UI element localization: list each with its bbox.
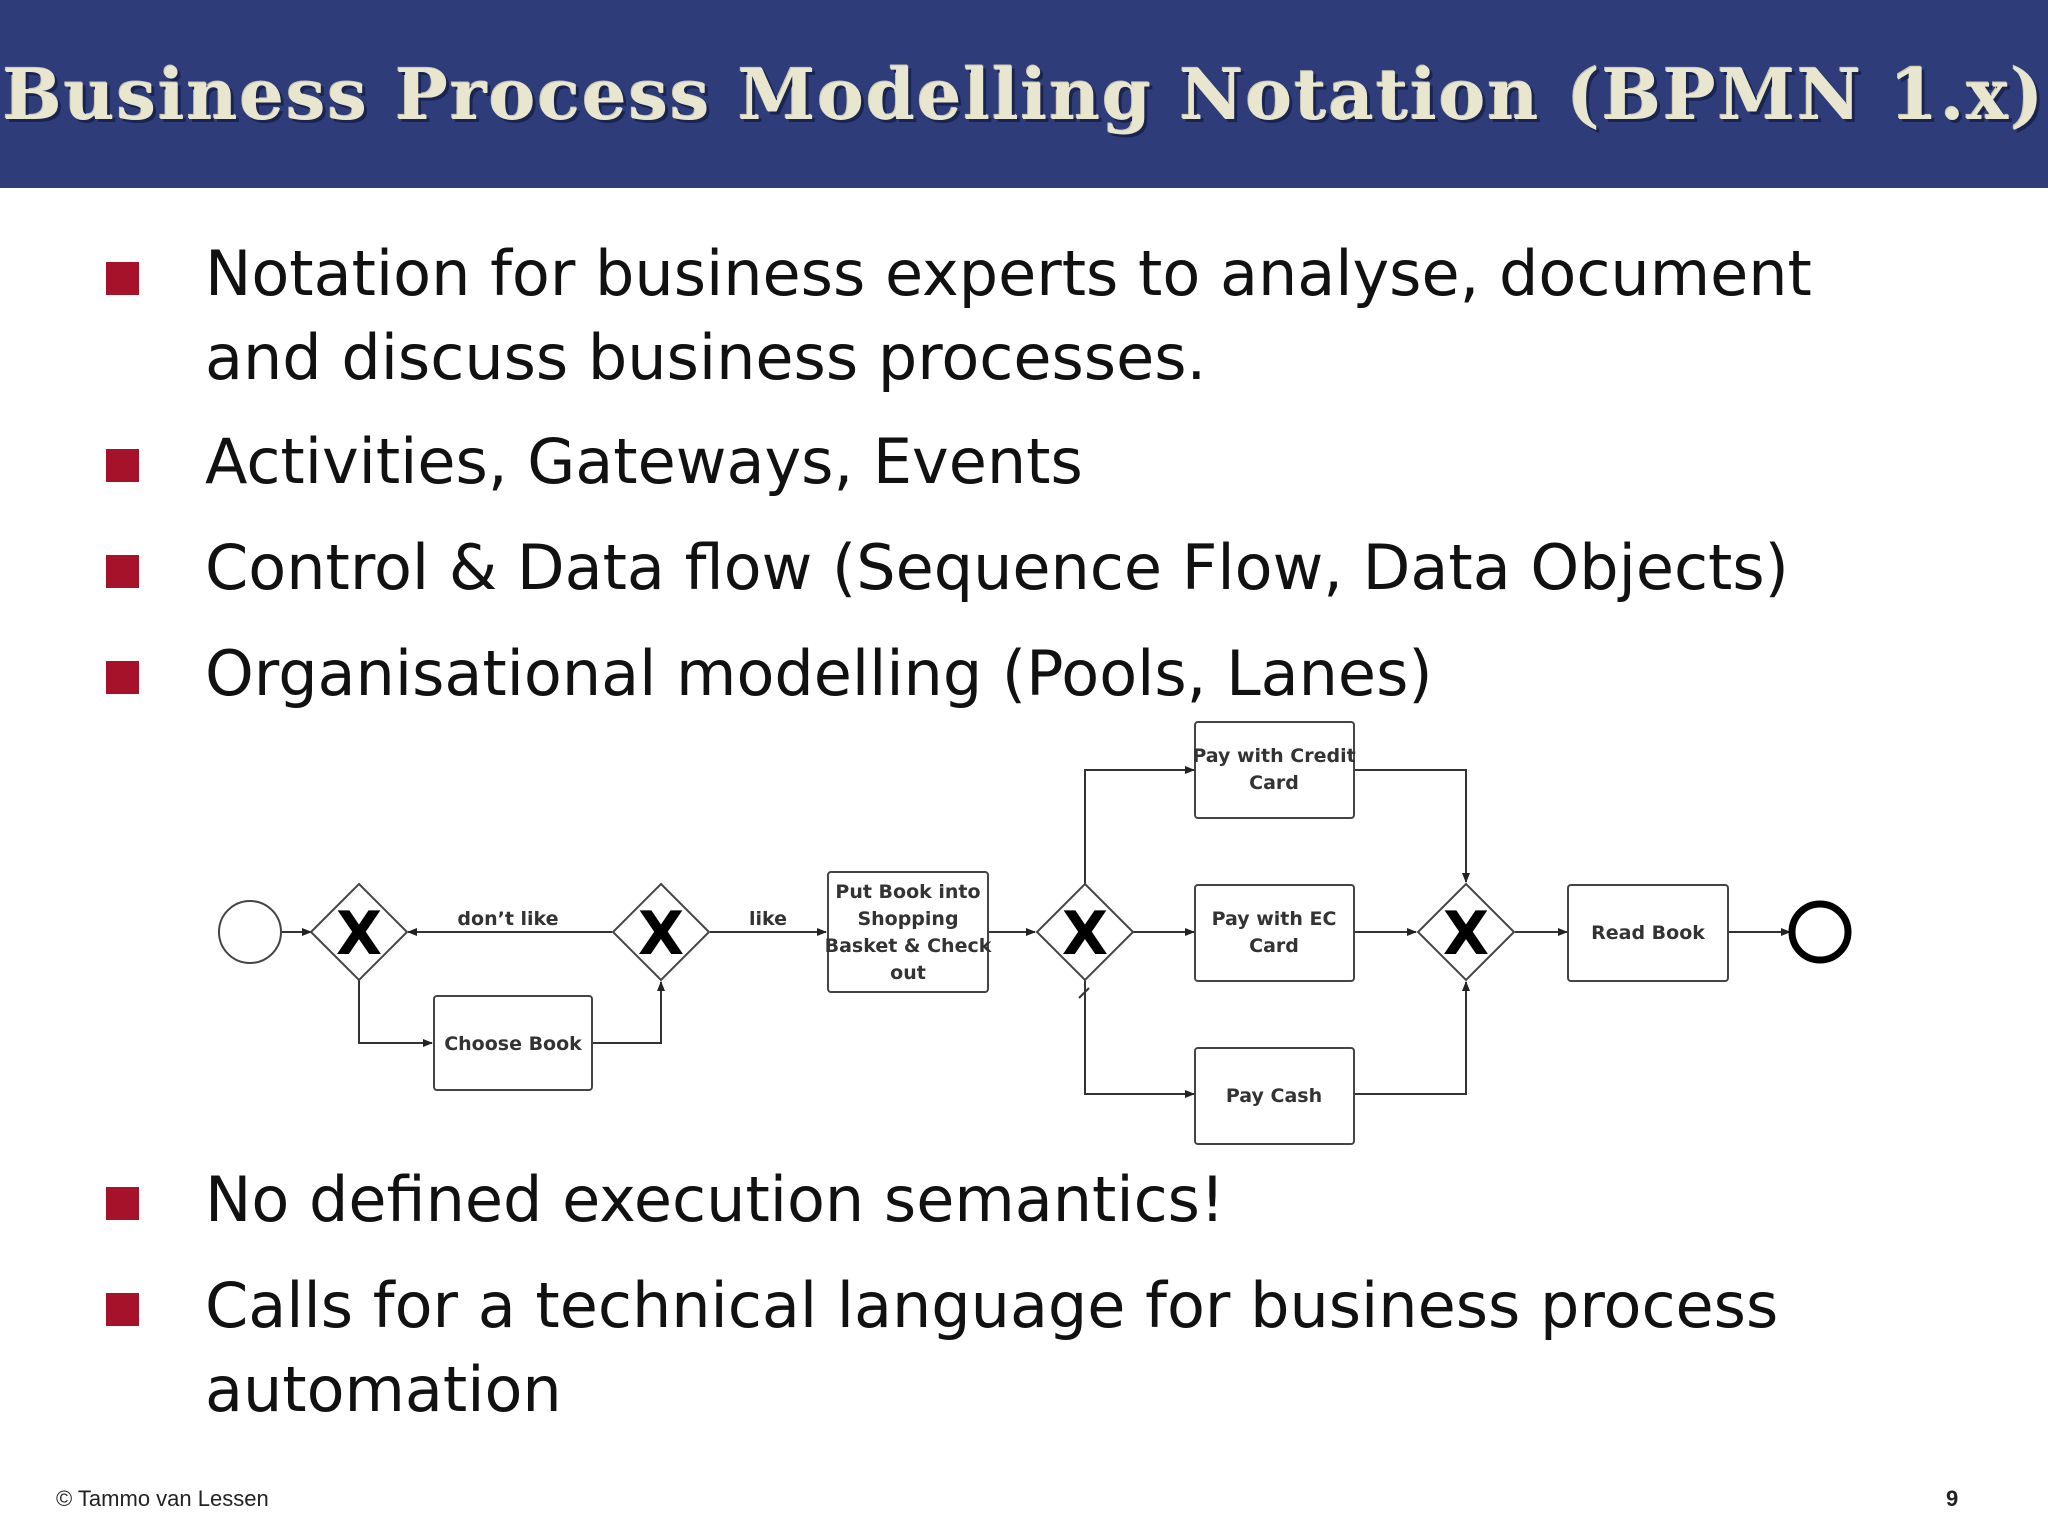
task-read-book: Read Book: [1567, 884, 1729, 982]
gateway-2: X: [611, 882, 711, 982]
task-label: Basket & Check: [825, 935, 992, 957]
task-put-book-into-basket: Put Book into Shopping Basket & Check ou…: [825, 871, 992, 993]
default-flow-mark: [1078, 987, 1090, 999]
task-pay-cash: Pay Cash: [1194, 1047, 1355, 1145]
task-label: Shopping: [857, 908, 958, 930]
flow-gw1-to-choose-book: [358, 980, 433, 1047]
task-label: Read Book: [1591, 922, 1705, 944]
task-label: Choose Book: [444, 1033, 582, 1055]
gateway-3: X: [1035, 882, 1135, 982]
edge-label-dont-like: don’t like: [457, 908, 558, 930]
slide-title: Business Process Modelling Notation (BPM…: [2, 52, 2046, 136]
task-label: Put Book into: [835, 881, 980, 903]
flow-choose-book-to-gw2: [592, 981, 665, 1044]
start-event: [218, 900, 282, 964]
task-choose-book: Choose Book: [433, 995, 593, 1091]
edge-label-like: like: [749, 908, 787, 930]
gateway-1: X: [309, 882, 409, 982]
flow-gw3-to-cash: [1084, 980, 1195, 1098]
task-pay-with-ec-card: Pay with EC Card: [1194, 884, 1355, 982]
flow-cash-to-gw4: [1354, 981, 1470, 1095]
gateway-symbol: X: [1062, 899, 1108, 969]
task-label: Card: [1249, 772, 1299, 794]
task-label: Pay with Credit: [1192, 745, 1355, 767]
task-pay-with-credit-card: Pay with Credit Card: [1192, 721, 1356, 819]
task-label: Pay Cash: [1226, 1085, 1322, 1107]
gateway-symbol: X: [638, 899, 684, 969]
sequence-flows: [282, 766, 1791, 1098]
end-event: [1788, 900, 1852, 964]
gateway-symbol: X: [1443, 899, 1489, 969]
gateway-4: X: [1416, 882, 1516, 982]
flow-gw3-to-credit: [1084, 766, 1195, 884]
task-label: Pay with EC: [1212, 908, 1337, 930]
task-label: Card: [1249, 935, 1299, 957]
gateway-symbol: X: [336, 899, 382, 969]
page-number: 9: [1946, 1486, 1959, 1511]
copyright-footer: © Tammo van Lessen: [56, 1486, 269, 1511]
flow-credit-to-gw4: [1354, 769, 1470, 883]
task-label: out: [890, 962, 926, 984]
title-bar: Business Process Modelling Notation (BPM…: [0, 0, 2048, 188]
